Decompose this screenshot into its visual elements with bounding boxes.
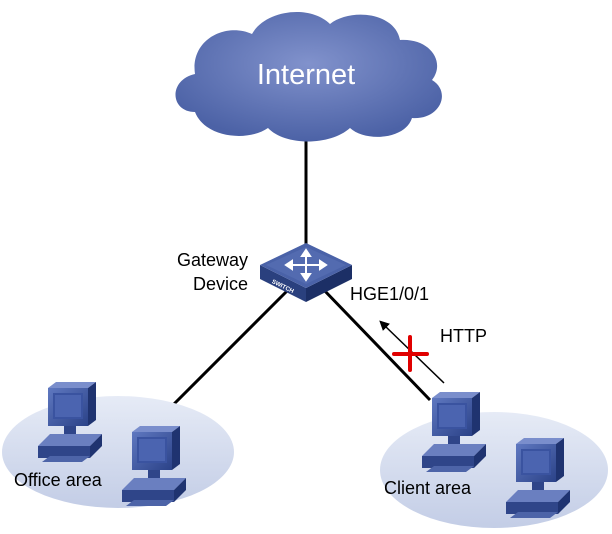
blocked-mark-icon [392,335,429,372]
gateway-label-line1: Gateway [177,250,248,270]
port-label: HGE1/0/1 [350,284,429,304]
link-gateway-office [166,286,292,412]
client-area-label: Client area [384,478,472,498]
internet-cloud: Internet [175,11,442,142]
internet-label: Internet [257,59,355,91]
gateway-switch-icon: SWITCH [260,243,352,302]
client-area: Client area [380,392,608,528]
link-gateway-client [320,286,432,402]
office-area: Office area [2,382,234,508]
http-label: HTTP [440,326,487,346]
gateway-label-line2: Device [193,274,248,294]
office-area-label: Office area [14,470,103,490]
